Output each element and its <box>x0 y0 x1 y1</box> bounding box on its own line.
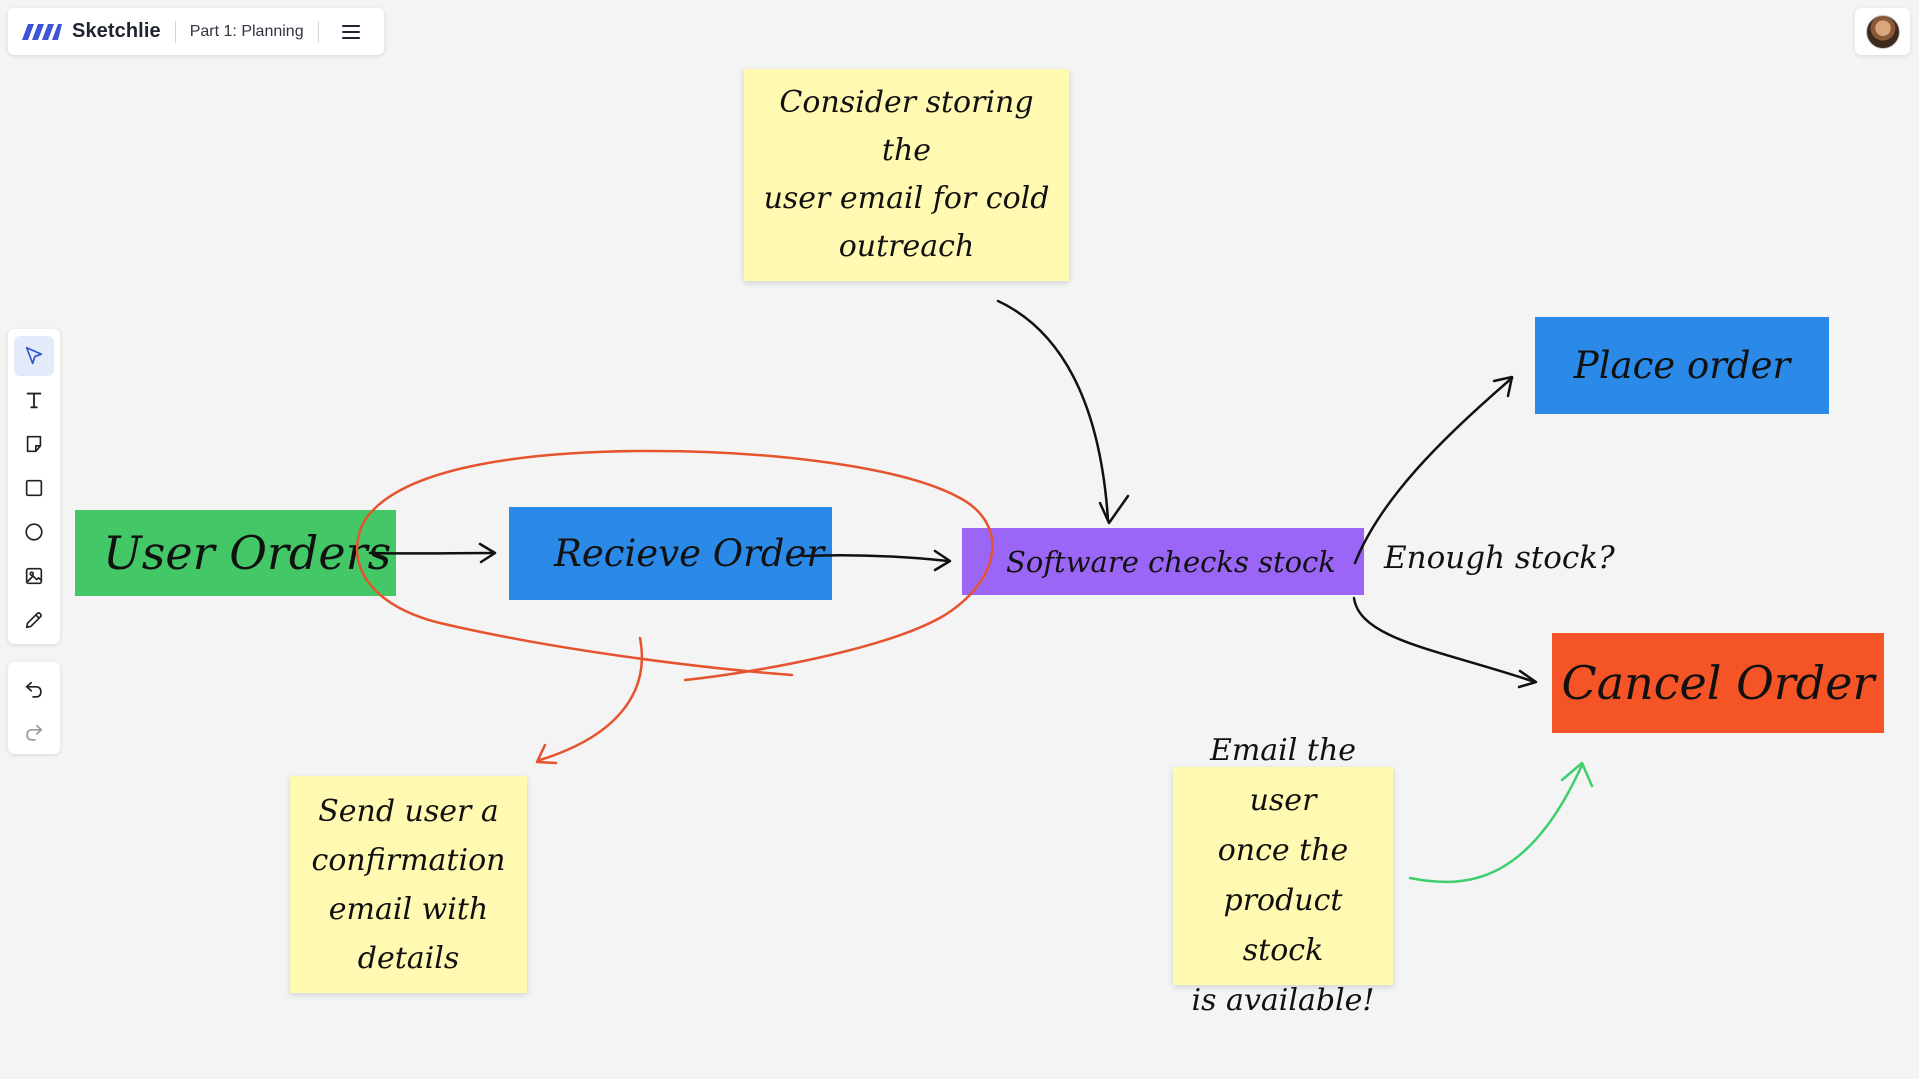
undo-button[interactable] <box>14 670 54 709</box>
sticky-line: Send user a <box>318 793 499 829</box>
sticky-line: user email for cold <box>763 181 1050 216</box>
header-divider <box>174 20 176 43</box>
cancel-order-shape[interactable]: Cancel Order <box>1552 633 1884 733</box>
avatar <box>1865 14 1900 49</box>
circle-icon <box>25 523 43 541</box>
arrowhead <box>933 549 952 572</box>
sticky-line: product stock <box>1223 883 1343 968</box>
sticky-line: details <box>357 940 460 976</box>
sticky-line: is available! <box>1191 983 1375 1018</box>
ellipse-tool-button[interactable] <box>14 512 54 552</box>
arrowhead <box>1517 669 1538 689</box>
hamburger-menu-icon <box>341 24 360 39</box>
cursor-icon <box>25 346 43 365</box>
tools-toolbar <box>8 329 60 644</box>
pen-icon <box>25 612 42 629</box>
sticky-line: outreach <box>838 229 975 264</box>
sticky-note-email-user[interactable]: Email the user once the product stock is… <box>1173 733 1393 1018</box>
rectangle-tool-button[interactable] <box>14 468 54 508</box>
sticky-line: once the <box>1217 833 1349 868</box>
pen-tool-button[interactable] <box>14 600 54 640</box>
sticky-line: Email the user <box>1209 733 1357 818</box>
redo-button[interactable] <box>14 713 54 752</box>
recieve-order-shape[interactable]: Recieve Order <box>509 507 832 600</box>
user-orders-text: User Orders <box>103 526 392 580</box>
redo-icon <box>26 724 43 741</box>
arrow-sticky-to-software[interactable] <box>996 299 1110 522</box>
text-tool-button[interactable] <box>14 380 54 420</box>
green-arrow-stroke[interactable] <box>1408 763 1584 884</box>
sticky-line: email with <box>328 891 489 927</box>
image-tool-button[interactable] <box>14 556 54 596</box>
arrowhead <box>478 542 497 564</box>
header-divider <box>317 20 319 43</box>
place-order-shape[interactable]: Place order <box>1535 317 1829 414</box>
history-toolbar <box>8 662 60 754</box>
cancel-order-text: Cancel Order <box>1561 656 1875 710</box>
sticky-line: confirmation <box>311 842 506 878</box>
select-tool-button[interactable] <box>14 336 54 376</box>
arrow-software-to-cancel[interactable] <box>1352 596 1537 684</box>
user-orders-shape[interactable]: User Orders <box>75 510 396 596</box>
menu-button[interactable] <box>337 18 365 46</box>
recieve-order-text: Recieve Order <box>554 532 825 575</box>
software-checks-stock-text: Software checks stock <box>1006 544 1336 579</box>
user-avatar-button[interactable] <box>1855 8 1910 55</box>
arrowhead <box>1492 375 1514 398</box>
arrowhead <box>1098 494 1130 525</box>
sticky-note-tool-button[interactable] <box>14 424 54 464</box>
square-icon <box>25 479 43 497</box>
arrow-software-to-place[interactable] <box>1353 376 1514 565</box>
sketchlie-logo-icon[interactable] <box>22 22 62 42</box>
sticky-line: Consider storing the <box>779 85 1034 168</box>
red-arrowhead <box>535 743 558 765</box>
board-title[interactable]: Part 1: Planning <box>189 22 304 40</box>
image-icon <box>25 567 43 585</box>
enough-stock-label[interactable]: Enough stock? <box>1384 540 1615 576</box>
text-icon <box>26 392 42 409</box>
sticky-note-send-confirmation[interactable]: Send user a confirmation email with deta… <box>290 776 527 993</box>
app-header: Sketchlie Part 1: Planning <box>8 8 384 55</box>
undo-icon <box>25 681 42 698</box>
green-arrowhead <box>1560 761 1594 788</box>
software-checks-stock-shape[interactable]: Software checks stock <box>962 528 1364 595</box>
sticky-note-icon <box>26 435 42 453</box>
red-arrow-stroke[interactable] <box>538 636 644 762</box>
app-name[interactable]: Sketchlie <box>72 20 161 42</box>
place-order-text: Place order <box>1573 344 1791 387</box>
sticky-note-consider-storing[interactable]: Consider storing the user email for cold… <box>744 69 1069 281</box>
